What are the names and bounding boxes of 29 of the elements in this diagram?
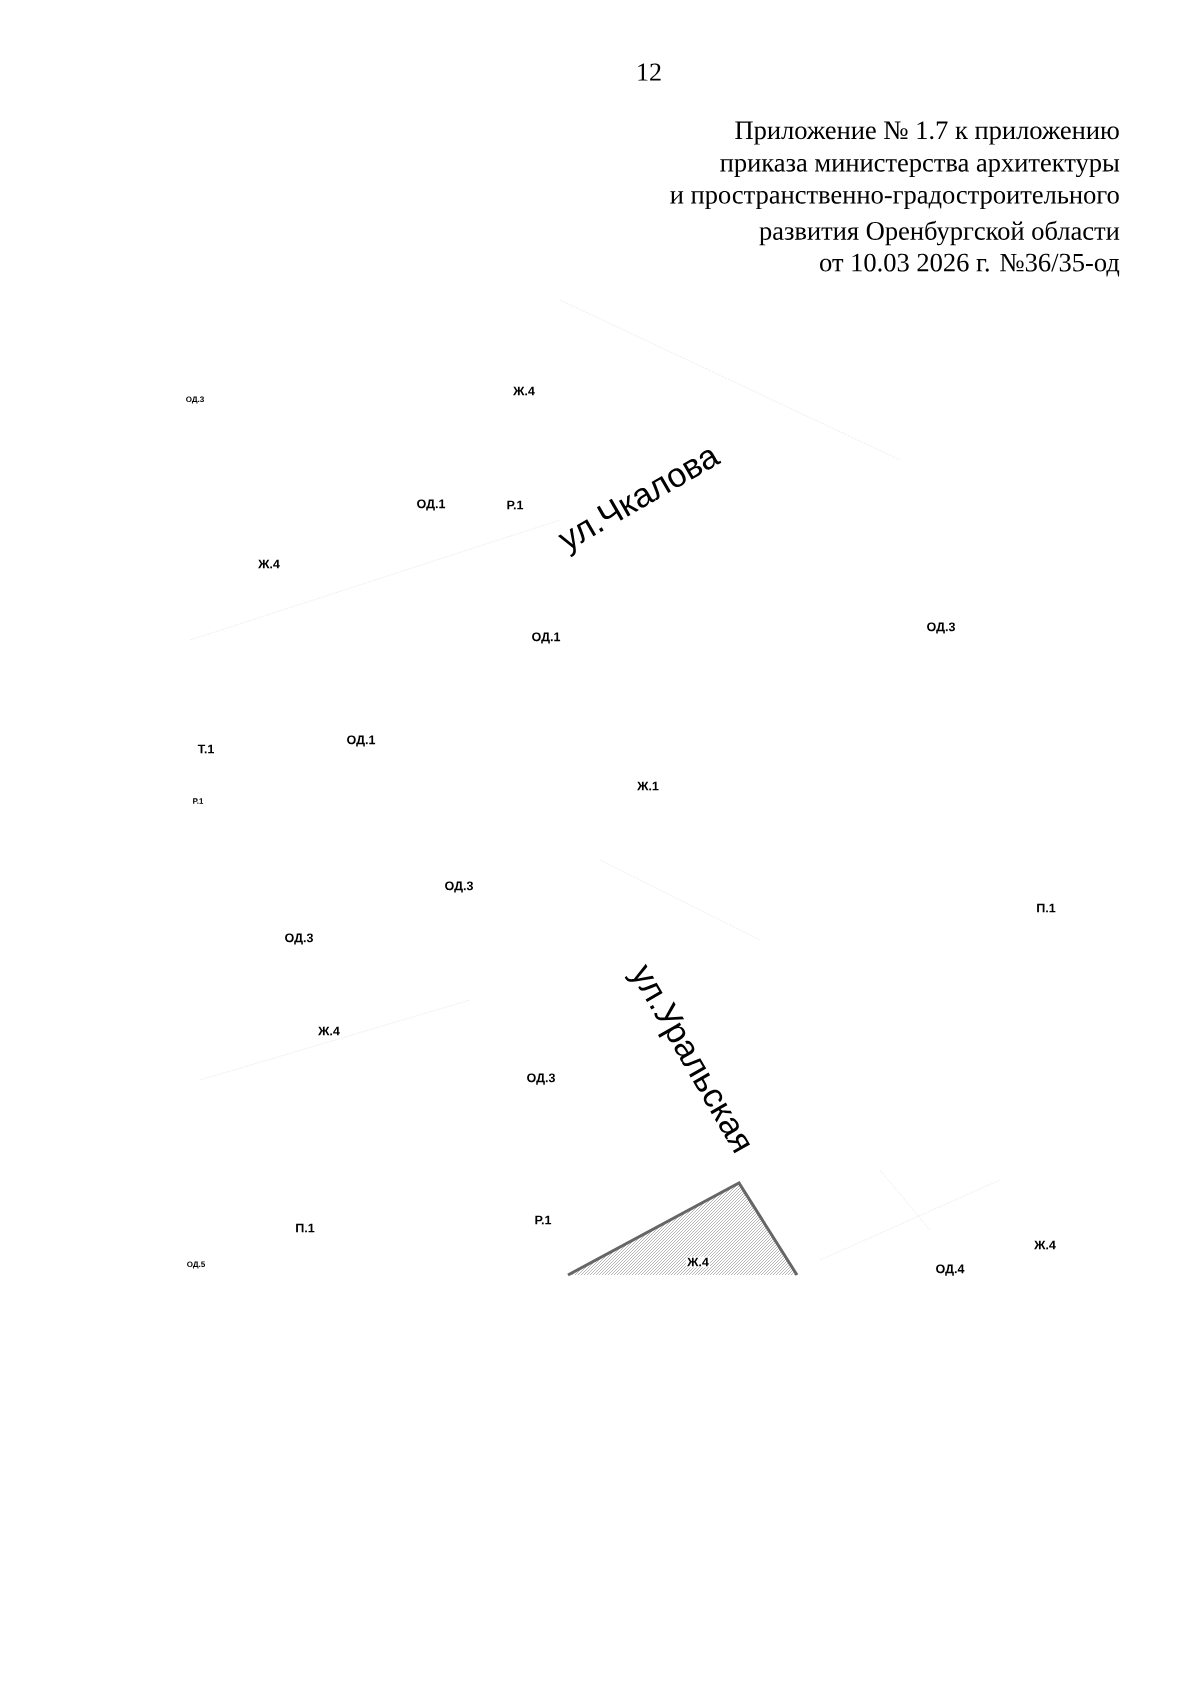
- zone-label: Ж.4: [1034, 1240, 1056, 1250]
- zone-label: ОД.3: [186, 396, 204, 404]
- zone-label: Ж.4: [318, 1026, 340, 1036]
- zone-label: ОД.1: [347, 735, 376, 747]
- zone-label: ОД.4: [936, 1264, 965, 1276]
- zone-label: П.1: [296, 1223, 315, 1233]
- zone-label: ОД.3: [527, 1073, 555, 1085]
- zone-label: Ж.4: [258, 559, 280, 569]
- zone-label: Т.1: [197, 744, 214, 754]
- zone-label: Р.1: [193, 798, 204, 804]
- zone-label: ОД.3: [285, 933, 313, 945]
- zone-label: Ж.4: [513, 386, 535, 396]
- zone-label: П.1: [1037, 903, 1056, 913]
- order-date-text: развития Оренбургской области: [759, 220, 1120, 246]
- zone-label: ОД.1: [417, 499, 446, 511]
- order-date-text: и пространственно-градостроительного: [670, 190, 1119, 210]
- hatched-zone: Ж.4: [567, 1181, 799, 1277]
- zone-label: ОД.1: [532, 632, 561, 644]
- zone-label: Р.1: [535, 1215, 552, 1225]
- node-label: Ж.4: [687, 1257, 709, 1267]
- order-date-text: Приложение № 1.7 к приложению: [735, 121, 1119, 145]
- zone-label: Р.1: [507, 500, 524, 510]
- order-date-text: от 10.03 2026 г. №36/35-од: [820, 253, 1120, 277]
- zone-label: ОД.3: [445, 881, 473, 893]
- zone-label: Ж.1: [637, 781, 659, 791]
- page-number: 12: [638, 63, 661, 81]
- zone-label: ОД.3: [927, 622, 955, 634]
- order-date-text: приказа министерства архитектуры: [720, 158, 1120, 178]
- zone-label: ОД.5: [187, 1261, 205, 1269]
